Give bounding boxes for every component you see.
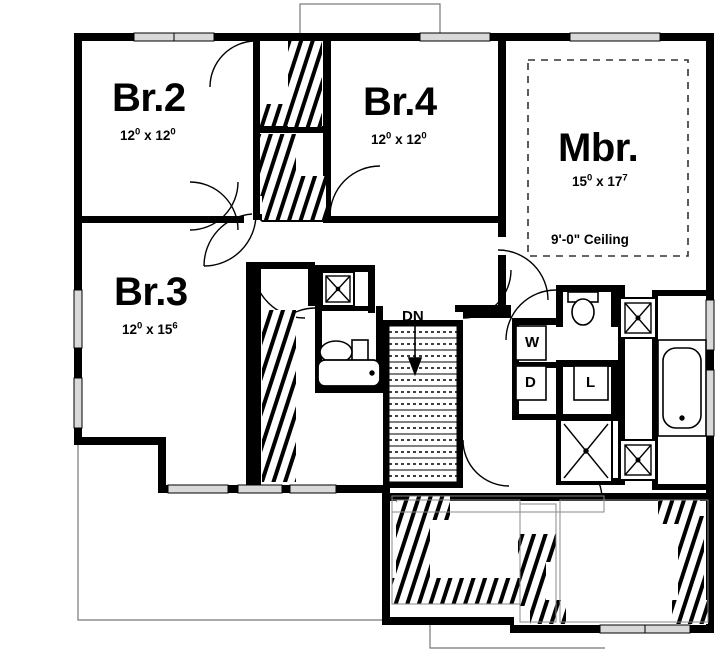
washer-label: W: [525, 334, 540, 351]
room-dimension-mbr: 150 x 177: [572, 172, 628, 189]
stair-down-arrow: [407, 318, 423, 377]
windows: [73, 32, 715, 634]
room-label-br4: Br.4: [363, 80, 437, 124]
staircase-treads: [388, 325, 458, 483]
dryer-label: D: [525, 374, 536, 391]
laundry-appliance-boxes: [515, 325, 609, 401]
mbr-ceiling-note: 9'-0" Ceiling: [551, 232, 629, 247]
room-dimension-br4: 120 x 120: [371, 130, 427, 147]
linen-closet-label: L: [586, 374, 596, 391]
room-label-br2: Br.2: [112, 76, 186, 120]
mbr-ceiling-boundary: [527, 59, 689, 257]
hall-bath-fixtures: [317, 271, 381, 387]
stair-direction-label: DN: [402, 308, 424, 325]
room-label-br3: Br.3: [114, 270, 188, 314]
master-bath-fixtures: [559, 291, 707, 483]
closet-hatching: [260, 41, 708, 624]
room-dimension-br2: 120 x 120: [120, 126, 176, 143]
attic-outline: [391, 495, 709, 623]
room-dimension-br3: 120 x 156: [122, 320, 178, 337]
room-label-mbr: Mbr.: [558, 126, 639, 170]
